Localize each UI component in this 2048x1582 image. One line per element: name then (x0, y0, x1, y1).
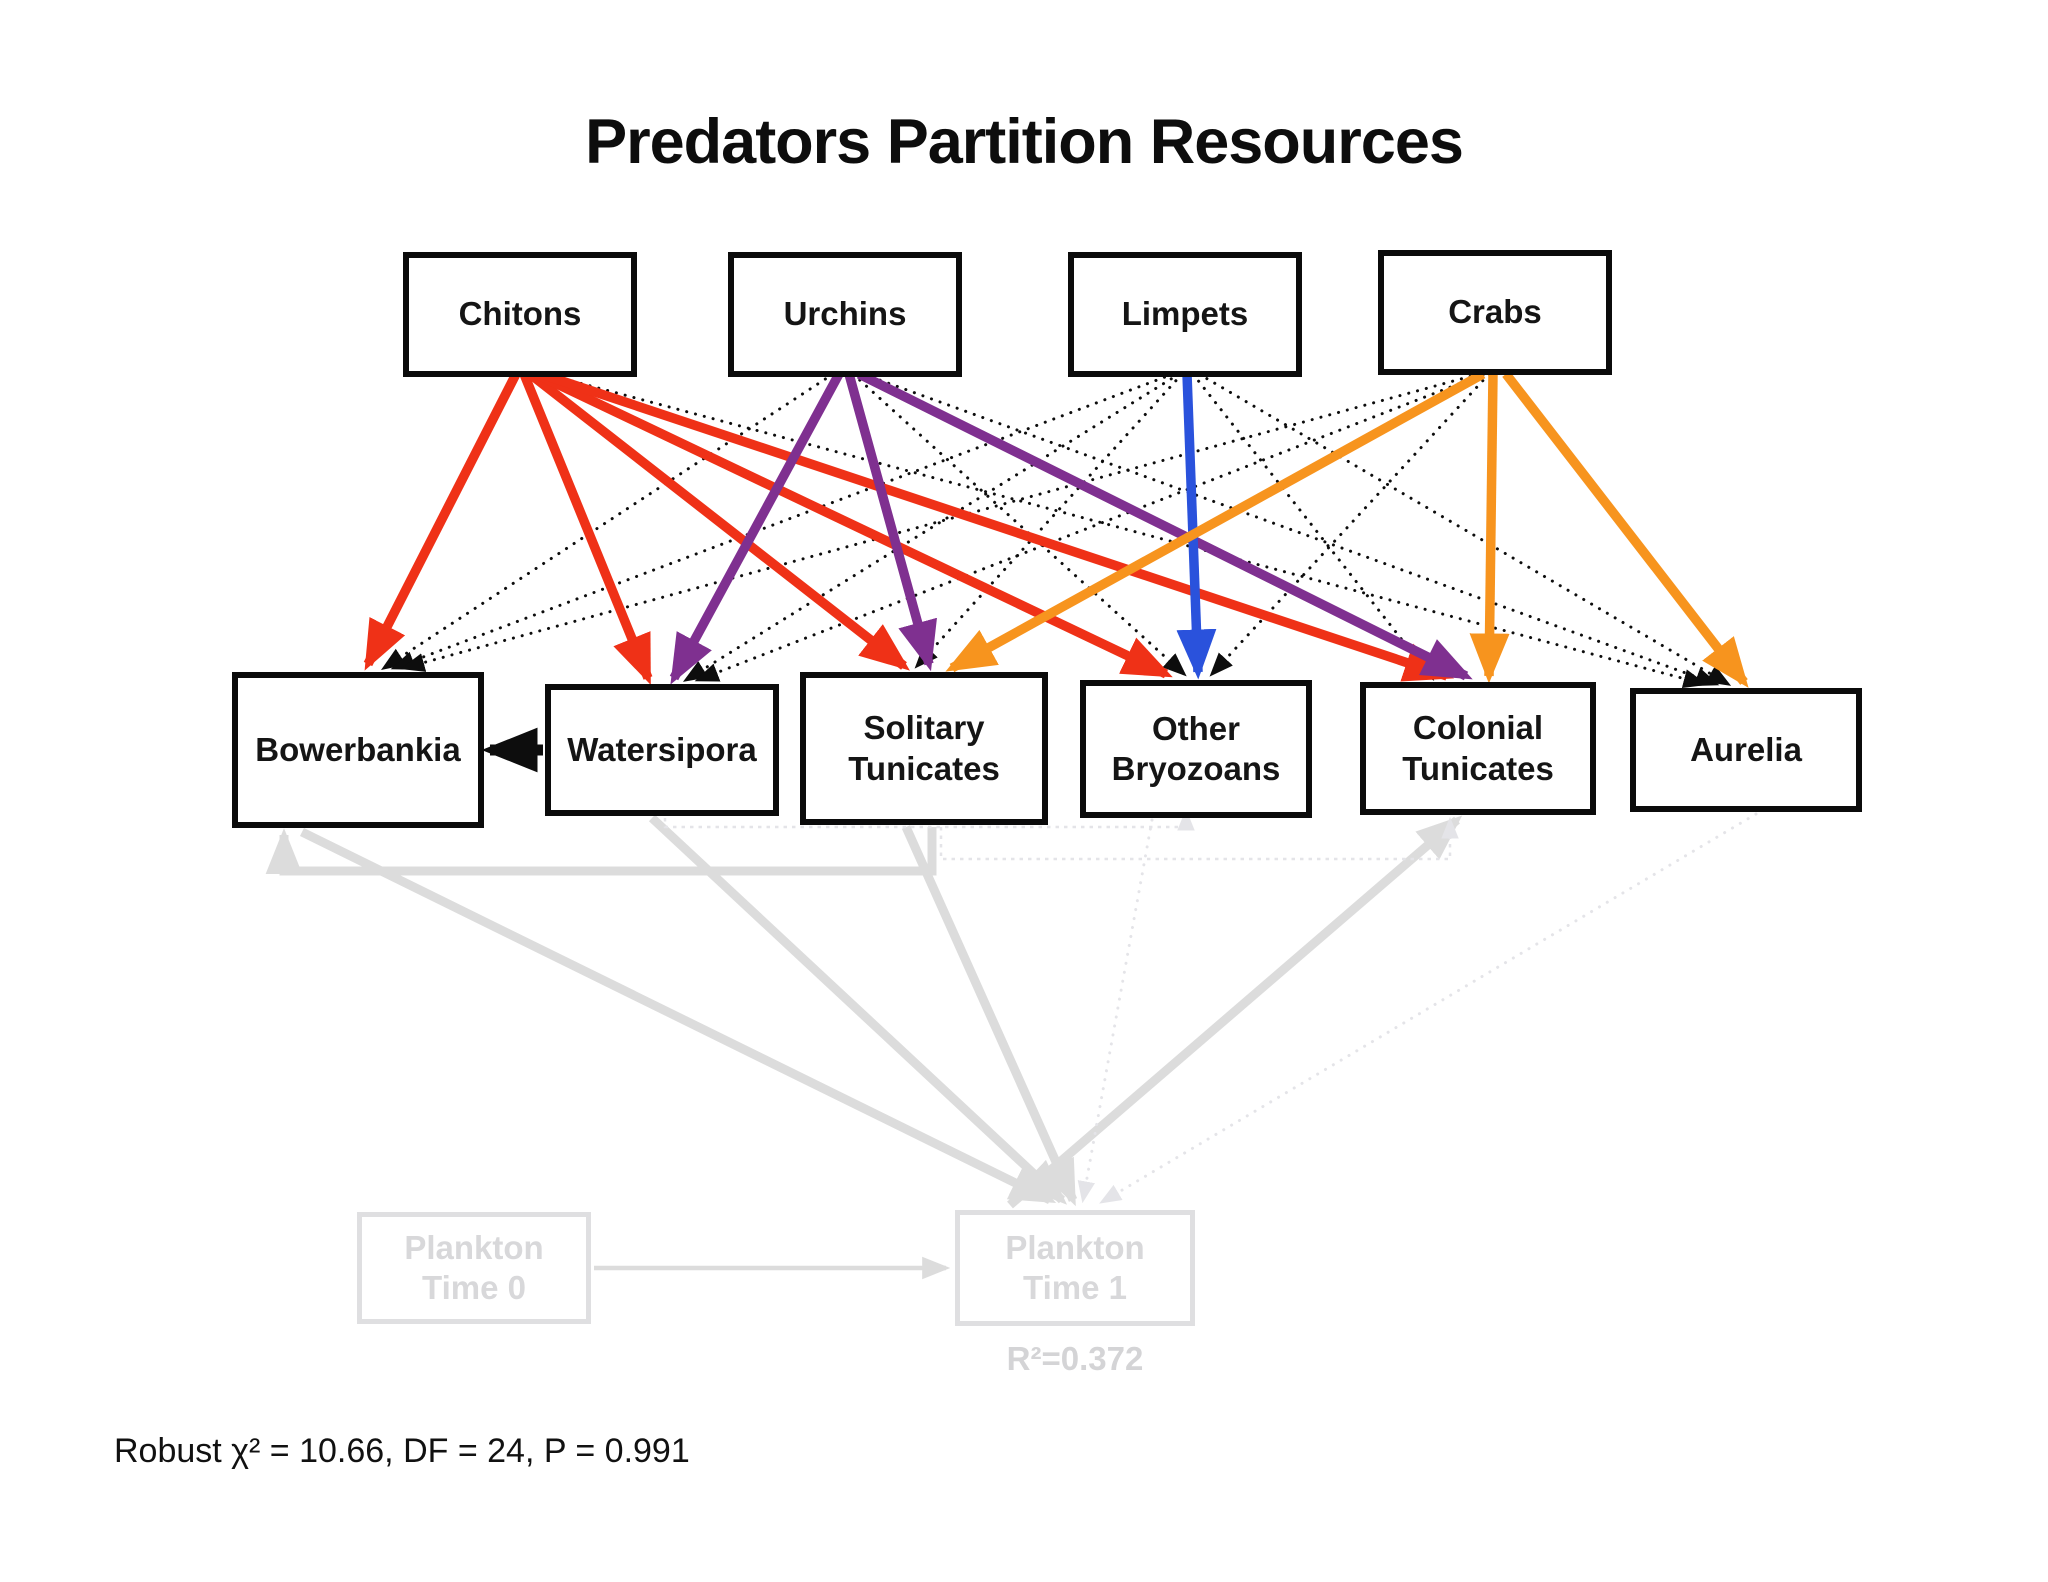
edge-crabs-aurelia (1502, 371, 1749, 688)
edge-chitons-bowerbankia (363, 371, 521, 671)
node-label: Plankton (404, 1228, 544, 1266)
edge-watersipora-other_bryozoans (663, 808, 1195, 831)
edge-urchins-watersipora (669, 371, 844, 685)
edge-limpets-watersipora (682, 372, 1181, 682)
edge-crabs-colonial_tunicates (1469, 373, 1510, 684)
node-crabs: Crabs (1378, 250, 1612, 375)
node-urchins: Urchins (728, 252, 962, 377)
edge-chitons-colonial_tunicates (539, 369, 1455, 682)
node-label: Urchins (783, 295, 907, 333)
edge-limpets-solitary_tunicates (914, 372, 1184, 669)
node-label: Solitary (863, 709, 985, 747)
edge-plankton_t1-colonial_tunicates (1007, 815, 1463, 1209)
edge-crabs-other_bryozoans (1209, 372, 1491, 677)
node-label: Tunicates (1402, 749, 1554, 787)
node-label: Tunicates (848, 749, 1000, 787)
edge-solitary_tunicates-bowerbankia (265, 827, 937, 876)
node-label: Aurelia (1690, 730, 1802, 768)
edge-urchins-aurelia (861, 372, 1720, 687)
edge-crabs-bowerbankia (400, 372, 1481, 672)
edge-urchins-other_bryozoans (851, 372, 1187, 677)
edge-bowerbankia-plankton_t1 (300, 827, 1057, 1205)
edge-limpets-colonial_tunicates (1191, 372, 1435, 681)
node-label: Watersipora (567, 730, 757, 768)
node-label: Time 0 (422, 1269, 526, 1306)
fit-statistics: Robust χ² = 10.66, DF = 24, P = 0.991 (114, 1432, 690, 1470)
edge-chitons-solitary_tunicates (527, 370, 910, 671)
edge-chitons-aurelia (544, 372, 1708, 688)
node-label: Chitons (458, 295, 582, 333)
plankton-r2-label: R²=0.372 (1006, 1340, 1144, 1377)
edge-limpets-other_bryozoans (1176, 373, 1217, 680)
edge-solitary_tunicates-plankton_t1 (901, 825, 1078, 1207)
node-label: Crabs (1448, 293, 1542, 331)
node-aurelia: Aurelia (1630, 688, 1862, 812)
edge-urchins-colonial_tunicates (856, 369, 1473, 681)
node-label: Colonial (1412, 709, 1544, 747)
edge-solitary_tunicates-colonial_tunicates (939, 816, 1459, 861)
edge-chitons-other_bryozoans (533, 369, 1173, 679)
edge-watersipora-plankton_t1 (648, 814, 1068, 1205)
node-label: Limpets (1121, 295, 1249, 333)
edge-crabs-solitary_tunicates (945, 369, 1486, 673)
edge-aurelia-plankton_t1 (1099, 812, 1758, 1204)
node-label: Plankton (1005, 1228, 1145, 1266)
edge-other_bryozoans-plankton_t1 (1077, 818, 1154, 1204)
edge-limpets-aurelia (1197, 372, 1732, 686)
node-watersipora: Watersipora (545, 684, 779, 816)
diagram-title: Predators Partition Resources (585, 107, 1464, 177)
node-limpets: Limpets (1068, 252, 1302, 377)
edge-chitons-watersipora (519, 372, 653, 685)
node-chitons: Chitons (403, 252, 637, 377)
node-label: Time 1 (1023, 1269, 1127, 1306)
node-bowerbankia: Bowerbankia (232, 672, 484, 828)
edge-urchins-bowerbankia (380, 372, 835, 670)
node-label: Other (1151, 709, 1240, 747)
node-label: Bryozoans (1111, 750, 1281, 787)
node-label: Bowerbankia (255, 730, 461, 768)
edge-urchins-solitary_tunicates (844, 372, 937, 672)
